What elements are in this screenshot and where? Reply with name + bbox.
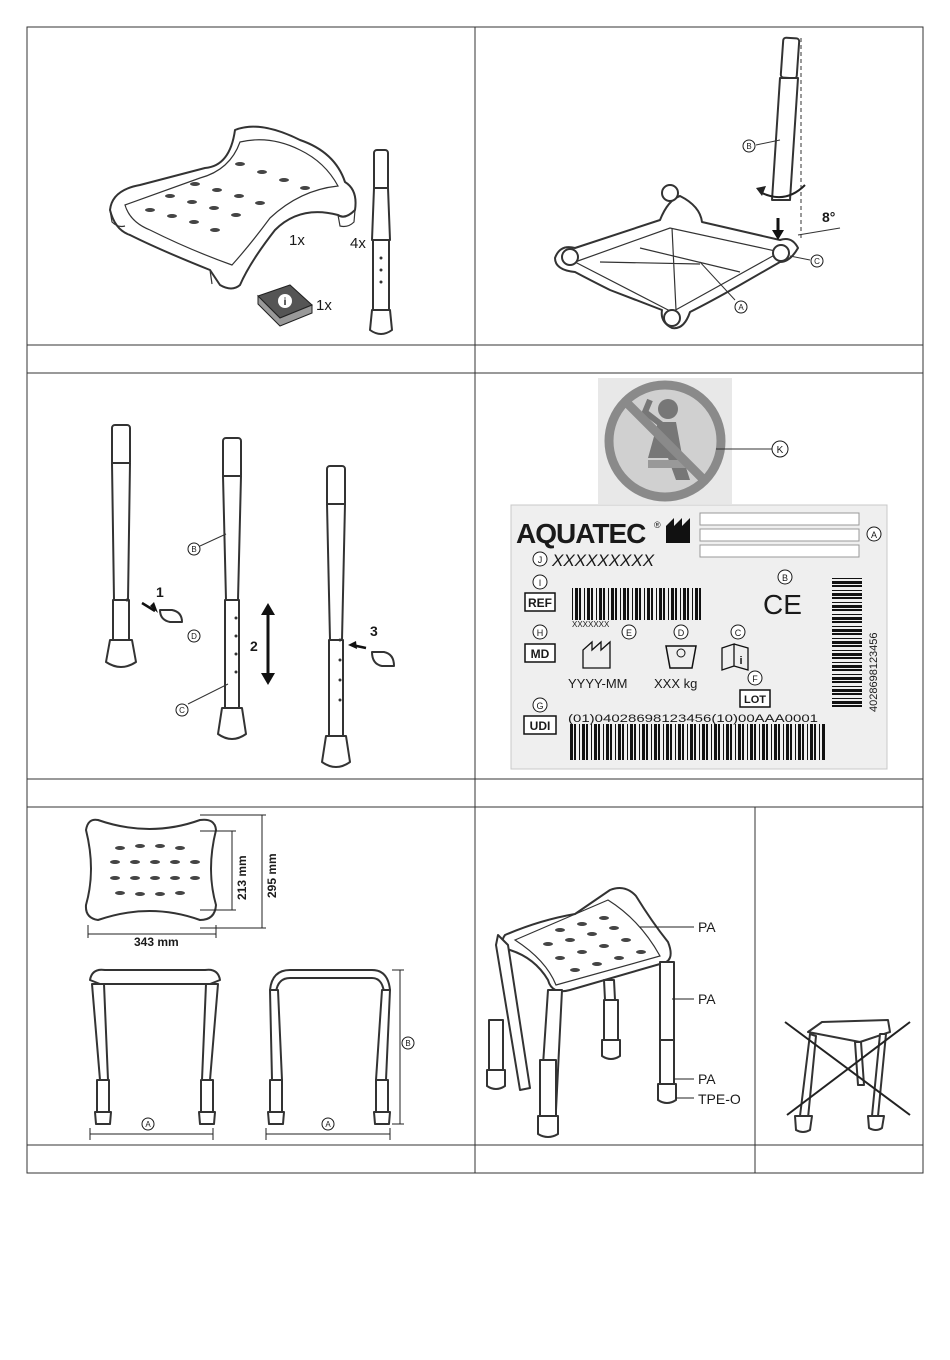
stool-side-view xyxy=(268,970,390,1124)
ref-barcode-text: XXXXXXX xyxy=(572,620,610,629)
clip-step-3 xyxy=(348,641,394,666)
foot-material: TPE-O xyxy=(698,1091,741,1107)
manual-illustration: i xyxy=(258,285,312,326)
clip-step-1 xyxy=(142,602,182,622)
manufacture-date: YYYY-MM xyxy=(568,676,627,691)
max-weight: XXX kg xyxy=(654,676,697,691)
brand-registered: ® xyxy=(654,520,661,530)
callout-b: B xyxy=(746,142,751,151)
panel-leg-mounting: 8° B A C xyxy=(555,37,840,328)
depth-outer-dim: 295 mm xyxy=(265,853,279,898)
ref-symbol: REF xyxy=(528,596,552,610)
seat-illustration xyxy=(110,127,356,289)
frame-material: PA xyxy=(698,991,716,1007)
callout-c: C xyxy=(179,706,185,715)
frame-illustration xyxy=(555,185,798,328)
callout-a: A xyxy=(738,303,744,312)
seat-material: PA xyxy=(698,919,716,935)
height-callout-b: B xyxy=(405,1039,410,1048)
svg-text:B: B xyxy=(782,573,788,583)
depth-callout-a: A xyxy=(325,1120,331,1129)
svg-text:i: i xyxy=(739,655,742,667)
svg-text:E: E xyxy=(626,628,632,638)
svg-text:H: H xyxy=(537,628,544,638)
tilt-angle: 8° xyxy=(822,209,835,225)
width-dim: 343 mm xyxy=(134,935,179,949)
product-label: AQUATEC ® A J XXXXXXXXX I REF XXXXXXX B … xyxy=(511,505,887,769)
seat-top-view xyxy=(86,820,216,920)
width-callout-a: A xyxy=(145,1120,151,1129)
panel-materials: PA PA PA TPE-O xyxy=(487,888,741,1137)
legs-quantity: 4x xyxy=(350,235,366,252)
ce-mark: CE xyxy=(763,589,802,620)
leg-step-3 xyxy=(322,466,350,767)
lot-symbol: LOT xyxy=(744,694,766,706)
udi-string: (01)04028698123456(10)00AAA0001 xyxy=(568,713,818,725)
callout-c: C xyxy=(814,257,820,266)
panel-dimensions: 213 mm 295 mm 343 mm A A B xyxy=(86,815,414,1140)
svg-text:D: D xyxy=(678,628,685,638)
ean-digits: 4028698123456 xyxy=(868,632,880,712)
svg-text:F: F xyxy=(752,674,758,684)
callout-b: B xyxy=(191,545,196,554)
leg-material: PA xyxy=(698,1071,716,1087)
depth-inner-dim: 213 mm xyxy=(235,855,249,900)
panel-contents: 1x 4x i 1x xyxy=(110,127,392,334)
stool-front-view xyxy=(90,970,220,1124)
step-2: 2 xyxy=(250,638,258,654)
no-sitting-warning-icon xyxy=(598,378,732,504)
svg-text:A: A xyxy=(871,530,877,540)
svg-text:I: I xyxy=(539,578,542,588)
leg-illustration xyxy=(370,150,392,334)
serial-number: XXXXXXXXX xyxy=(551,551,655,570)
svg-text:i: i xyxy=(284,297,287,308)
panel-height-adjustment: 1 D 2 B C xyxy=(106,425,394,767)
seat-quantity: 1x xyxy=(289,232,305,249)
adjust-arrow-icon xyxy=(261,603,275,685)
svg-text:J: J xyxy=(538,555,543,565)
stool-perspective xyxy=(487,888,676,1137)
svg-text:C: C xyxy=(735,628,742,638)
step-3: 3 xyxy=(370,623,378,639)
panel-product-label: K AQUATEC ® A J XXXXXXXXX I REF XXXXXXX … xyxy=(511,378,887,769)
md-symbol: MD xyxy=(531,647,550,661)
leg-step-2 xyxy=(218,438,246,739)
warning-callout: K xyxy=(777,445,784,456)
callout-d: D xyxy=(191,632,197,641)
step-1: 1 xyxy=(156,584,164,600)
manual-quantity: 1x xyxy=(316,297,332,314)
panel-incorrect-use xyxy=(785,1020,910,1132)
brand-logo: AQUATEC xyxy=(516,518,646,549)
udi-symbol: UDI xyxy=(530,719,551,733)
stool-incorrect xyxy=(795,1020,890,1132)
svg-text:G: G xyxy=(536,701,543,711)
leg-step-1 xyxy=(106,425,136,667)
